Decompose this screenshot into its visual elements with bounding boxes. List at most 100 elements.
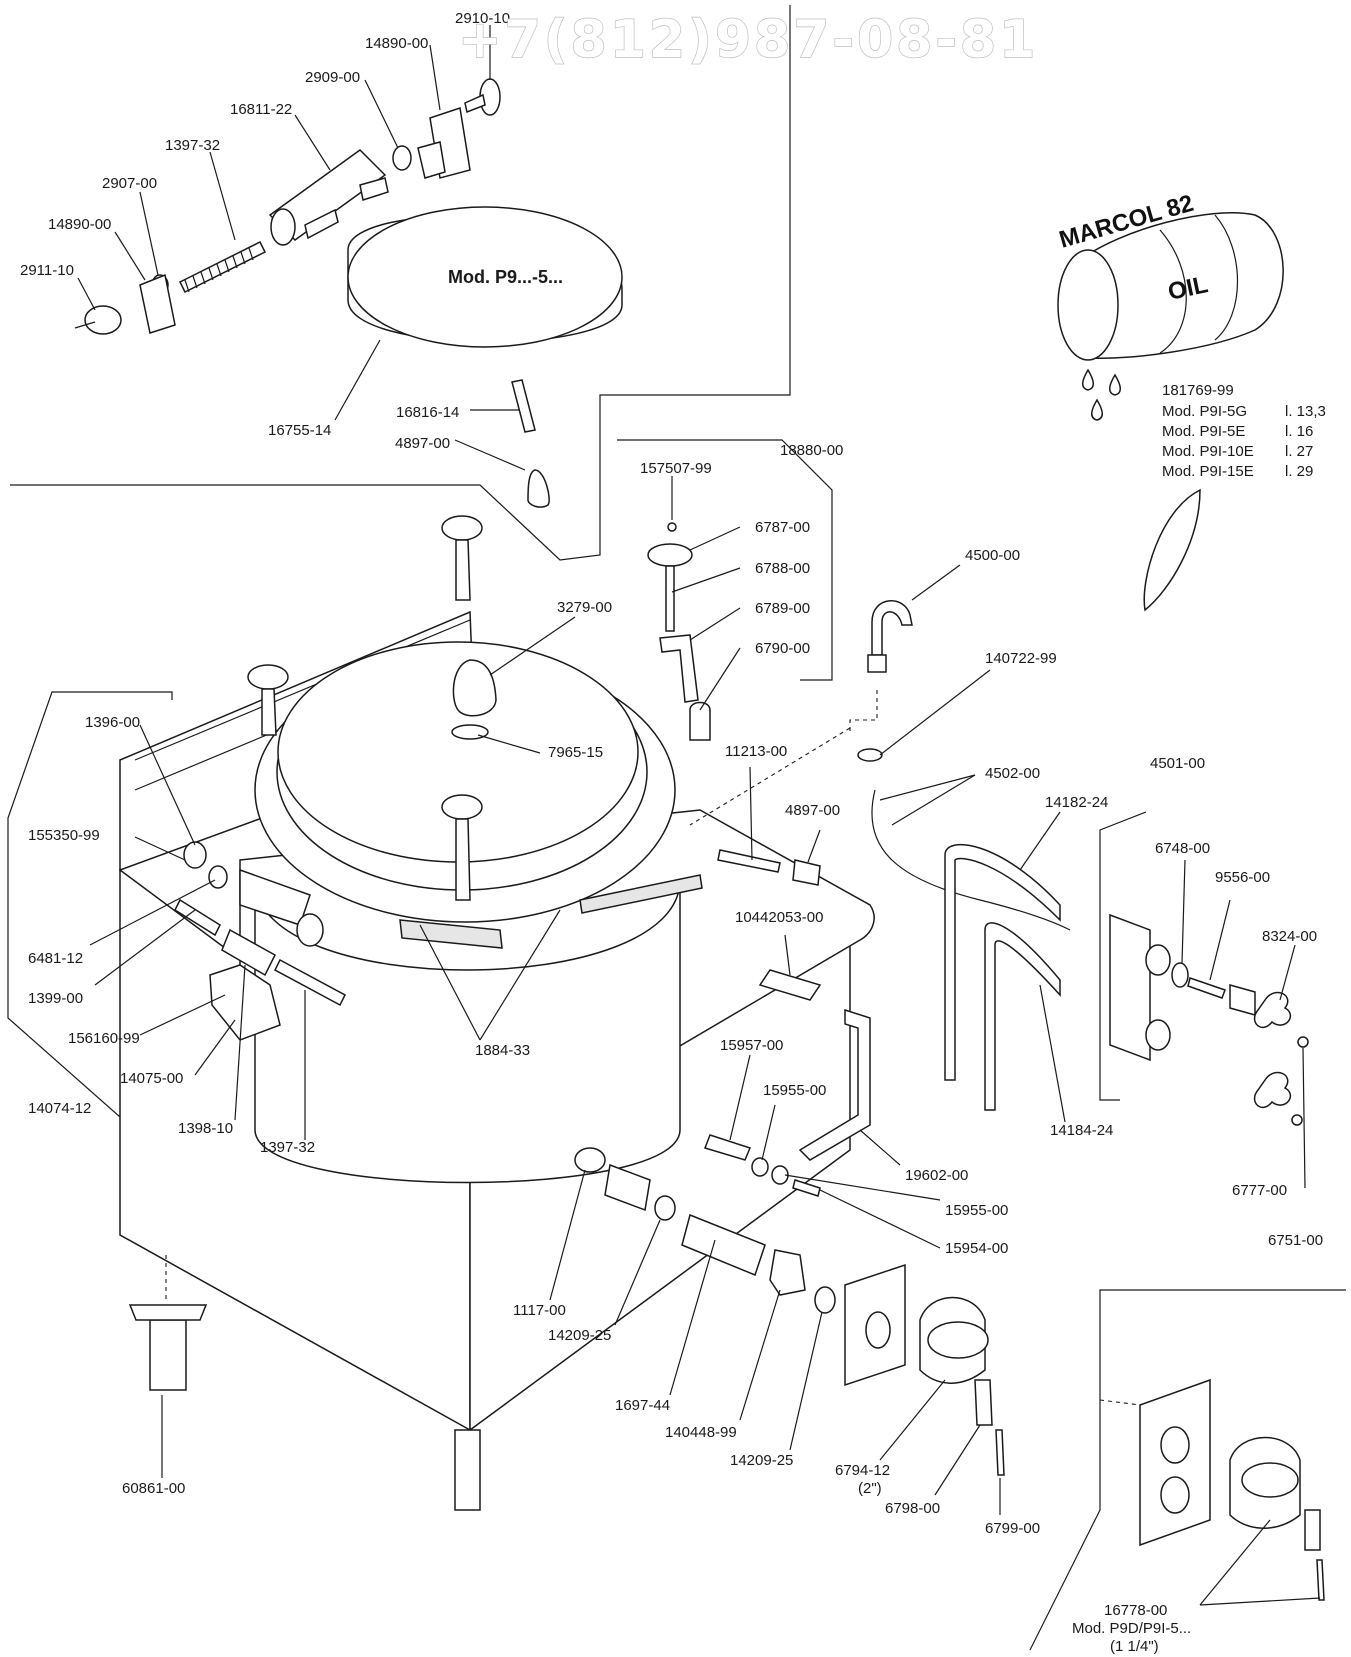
- part-label: 8324-00: [1262, 928, 1317, 945]
- part-label: 15954-00: [945, 1240, 1008, 1257]
- spring-coils-top: [184, 247, 254, 293]
- part-label: 6794-12: [835, 1462, 890, 1479]
- nipple-15957-00: [704, 1134, 752, 1161]
- part-label: 157507-99: [640, 460, 712, 477]
- tube-1398-10: [221, 928, 276, 977]
- oil-capacity-volume: l. 29: [1285, 463, 1313, 480]
- part-label: (2"): [858, 1480, 882, 1497]
- oil-drop-1: [1082, 368, 1094, 391]
- part-label: 14182-24: [1045, 794, 1108, 811]
- oil-drum-181769-99: [1057, 212, 1284, 612]
- spring-1397-32-bottom: [274, 958, 346, 1007]
- screw-15954-00: [792, 1179, 821, 1197]
- part-label: 16811-22: [230, 101, 292, 118]
- manifold-4501-00: [1109, 913, 1151, 1062]
- part-label: 14074-12: [28, 1100, 91, 1117]
- part-label: 6790-00: [755, 640, 810, 657]
- clamp-assembly-18880-00: [647, 522, 711, 741]
- part-label: 6481-12: [28, 950, 83, 967]
- washer-2909-00: [392, 145, 412, 171]
- part-label: 15957-00: [720, 1037, 783, 1054]
- wing-nut-lower: [1253, 1071, 1292, 1109]
- part-label: 1884-33: [475, 1042, 530, 1059]
- faucet-4500-00: [871, 600, 913, 656]
- lid-model-badge: Mod. P9...-5...: [448, 267, 563, 287]
- knob-2911-10: [84, 305, 122, 335]
- part-label: 14209-25: [548, 1327, 611, 1344]
- pivot-6790-00: [689, 701, 711, 741]
- bracket-6789-00: [659, 634, 699, 703]
- part-label: 140722-99: [985, 650, 1057, 667]
- rod-11213-00: [717, 849, 781, 873]
- part-label: 1117-00: [513, 1302, 566, 1319]
- oil-capacity-volume: l. 13,3: [1285, 403, 1326, 420]
- fitting-8324-00: [1229, 984, 1256, 1016]
- part-label: 6748-00: [1155, 840, 1210, 857]
- phone-watermark: +7(812)987-08-81: [458, 10, 1038, 70]
- part-label: 6789-00: [755, 600, 810, 617]
- bracket-14075-00: [209, 964, 281, 1041]
- part-label: 15955-00: [945, 1202, 1008, 1219]
- rod-1399-00: [174, 898, 221, 937]
- drain-assembly: [574, 849, 1005, 1476]
- part-label: 2910-10: [455, 10, 510, 27]
- part-label: 4897-00: [395, 435, 450, 452]
- strainer-1117-00: [574, 1147, 606, 1173]
- bracket-14890-00-left: [139, 273, 176, 334]
- handle-6798-00: [974, 1379, 993, 1426]
- part-label: 3279-00: [557, 599, 612, 616]
- part-label: 14890-00: [365, 35, 428, 52]
- part-label: 15955-00: [763, 1082, 826, 1099]
- kettle-body: [119, 515, 875, 1511]
- inset-size: (1 1/4"): [1110, 1638, 1159, 1655]
- leader-lines: [77, 25, 1321, 1606]
- part-label: 4897-00: [785, 802, 840, 819]
- part-label: 2911-10: [20, 262, 74, 279]
- part-label: 6798-00: [885, 1500, 940, 1517]
- part-label: 1398-10: [178, 1120, 233, 1137]
- part-label: 156160-99: [68, 1030, 140, 1047]
- pour-arrow: [1143, 488, 1201, 612]
- lid-16755-14: [347, 206, 623, 508]
- washer-6748-00: [1171, 962, 1189, 988]
- part-label: 2909-00: [305, 69, 360, 86]
- washer-6481-12: [208, 865, 228, 889]
- part-label: 16816-14: [396, 404, 459, 421]
- part-label: 4501-00: [1150, 755, 1205, 772]
- valve-3279-00: [452, 659, 497, 717]
- part-labels: 2910-10 14890-00 2909-00 16811-22 1397-3…: [20, 10, 1323, 1537]
- oil-drop-2: [1109, 373, 1121, 396]
- part-label: 60861-00: [122, 1480, 185, 1497]
- lid-spring-assembly: [74, 78, 501, 335]
- part-label: 155350-99: [28, 827, 100, 844]
- hose-4502-00: [871, 789, 1071, 931]
- oil-part-number: 181769-99: [1162, 382, 1234, 399]
- part-label: 6787-00: [755, 519, 810, 536]
- part-label: 140448-99: [665, 1424, 737, 1441]
- nipple-1697-44: [681, 1213, 766, 1276]
- screw-9556-00: [1187, 977, 1226, 999]
- lid-knob-center: [441, 794, 483, 901]
- handle-19602-00: [798, 1008, 871, 1161]
- part-label: 16755-14: [268, 422, 331, 439]
- part-label: 1397-32: [165, 137, 220, 154]
- part-label: 9556-00: [1215, 869, 1270, 886]
- pipe-14184-24: [984, 922, 1061, 1111]
- part-label: 14209-25: [730, 1452, 793, 1469]
- handle-grip-4897-00-top: [527, 469, 550, 508]
- oil-capacity-volume: l. 16: [1285, 423, 1313, 440]
- leg-front: [454, 1429, 481, 1511]
- washer-140722-99: [857, 748, 883, 762]
- part-label: 1399-00: [28, 990, 83, 1007]
- gasket-14209-25-b: [814, 1286, 836, 1314]
- inset-caption: 16778-00 Mod. P9D/P9I-5... (1 1/4"): [1072, 1602, 1191, 1655]
- part-label: 4500-00: [965, 547, 1020, 564]
- part-label: 10442053-00: [735, 909, 823, 926]
- part-label: 1396-00: [85, 714, 140, 731]
- part-label: 6788-00: [755, 560, 810, 577]
- part-label: 14184-24: [1050, 1122, 1113, 1139]
- part-label: 7965-15: [548, 744, 603, 761]
- part-label: 4502-00: [985, 765, 1040, 782]
- inset-valve-16778-00: [1099, 1378, 1325, 1601]
- spring-1397-32-top: [178, 240, 267, 294]
